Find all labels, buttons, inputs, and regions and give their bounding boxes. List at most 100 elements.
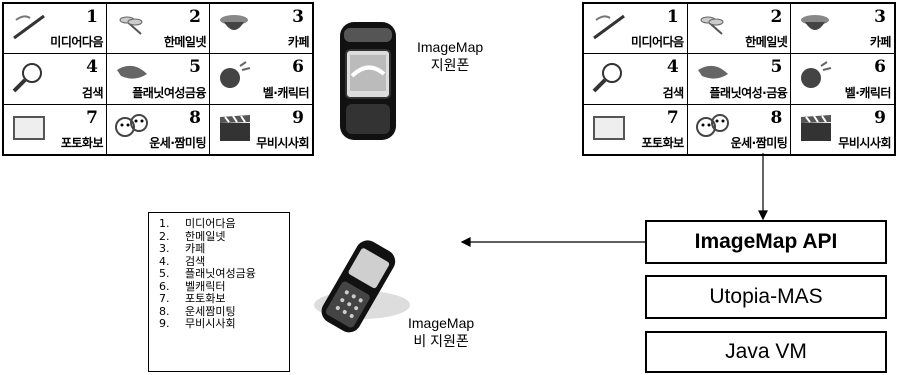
cell-number: 9: [292, 107, 304, 128]
cell-label: 벨·캐릭터: [262, 85, 310, 100]
menu-item-label: 플래닛여성금융: [185, 267, 256, 280]
faces-icon: [113, 111, 153, 147]
imagemap-cell: 6 벨·캐릭터: [210, 54, 312, 104]
cell-label: 포토화보: [641, 135, 684, 150]
imagemap-cell: 6 벨·캐릭터: [791, 54, 894, 104]
menu-item-label: 카페: [185, 242, 206, 255]
imagemap-api-label: ImageMap API: [694, 230, 838, 253]
cup-icon: [797, 10, 837, 46]
menu-item-label: 운세짬미팅: [185, 304, 236, 318]
clapperboard-icon: [216, 111, 256, 147]
cell-number: 8: [770, 107, 783, 128]
cell-label: 플래닛여성금융: [132, 85, 206, 100]
cell-label: 미디어다음: [50, 35, 103, 50]
utopia-mas-label: Utopia-MAS: [709, 285, 823, 308]
cell-number: 7: [86, 107, 98, 128]
cell-number: 2: [189, 7, 201, 27]
imagemap-cell: 3 카페: [210, 4, 312, 54]
menu-list-item: 9. 무비시사회: [149, 317, 289, 331]
imagemap-cell: 1 미디어다음: [584, 4, 687, 54]
magnifier-icon: [10, 60, 50, 98]
menu-item-number: 2.: [159, 229, 170, 243]
connector-arrows: [460, 153, 768, 247]
cell-label: 무비시사회: [256, 135, 309, 150]
cell-label: 카페: [287, 35, 310, 50]
menu-item-number: 7.: [159, 292, 170, 305]
cell-number: 3: [292, 7, 304, 27]
java-vm-label: Java VM: [725, 340, 807, 363]
down-arrowhead-icon: [758, 210, 768, 221]
menu-list-item: 7.포토화보: [149, 292, 289, 306]
clapperboard-icon: [797, 111, 837, 147]
photo-frame-icon: [10, 111, 50, 147]
cell-label: 카페: [869, 35, 892, 50]
imagemap-cell: 1 미디어다음: [4, 4, 106, 54]
cell-label: 미디어다음: [630, 35, 684, 50]
cell-number: 6: [292, 57, 304, 78]
cell-number: 6: [874, 57, 886, 78]
bell-icon: [216, 60, 256, 96]
menu-item-label: 벨캐릭터: [185, 279, 226, 293]
bird-icon: [694, 60, 734, 96]
cup-icon: [216, 10, 256, 46]
menu-list-item: 6. 벨캐릭터: [149, 279, 289, 294]
unsupported-phone-label: ImageMap 비 지원폰: [408, 314, 474, 350]
unsupported-phone-line1: ImageMap: [408, 315, 475, 331]
cell-label: 운세·짬미팅: [730, 135, 788, 150]
cell-number: 1: [666, 7, 679, 27]
cell-number: 1: [86, 7, 98, 27]
menu-item-label: 검색: [185, 254, 206, 268]
cell-number: 5: [189, 57, 201, 78]
imagemap-cell: 8 운세·짬미팅: [687, 104, 791, 154]
stroke-icon: [10, 10, 50, 46]
stroke-icon: [590, 10, 630, 46]
cell-label: 무비시사회: [838, 135, 891, 150]
menu-item-number: 9.: [159, 317, 170, 330]
menu-item-label: 무비시사회: [185, 317, 236, 330]
menu-item-number: 1.: [159, 217, 170, 230]
cell-label: 검색: [662, 85, 685, 100]
menu-item-label: 한메일넷: [185, 229, 226, 243]
menu-item-number: 8.: [159, 304, 170, 318]
imagemap-cell: 9 무비시사회: [210, 104, 312, 154]
cell-label: 플래닛여성·금융: [709, 85, 788, 100]
cell-number: 2: [770, 7, 783, 27]
supported-phone-label: ImageMap 지원폰: [417, 38, 483, 74]
faces-icon: [694, 111, 734, 147]
cell-label: 한메일넷: [745, 35, 788, 50]
cell-label: 검색: [81, 85, 104, 100]
cell-number: 8: [189, 107, 201, 128]
menu-item-number: 5.: [159, 267, 170, 280]
cell-number: 4: [666, 57, 679, 78]
menu-list-item: 2. 한메일넷: [149, 229, 289, 244]
utopia-mas-box: Utopia-MAS: [645, 275, 887, 319]
menu-item-number: 3.: [159, 242, 170, 255]
unsupported-phone-icon: [314, 240, 410, 333]
dragonfly-icon: [694, 10, 734, 46]
menu-item-label: 미디어다음: [185, 217, 236, 230]
menu-item-number: 6.: [159, 279, 170, 293]
imagemap-cell: 5 플래닛여성금융: [107, 54, 209, 104]
imagemap-api-box: ImageMap API: [645, 220, 887, 264]
left-arrowhead-icon: [460, 237, 471, 247]
supported-phone-icon: [340, 22, 396, 140]
menu-list-item: 5. 플래닛여성금융: [149, 267, 289, 281]
bird-icon: [113, 60, 153, 96]
photo-frame-icon: [590, 111, 630, 147]
menu-list-item: 8. 운세짬미팅: [149, 304, 289, 319]
menu-list-item: 3. 카페: [149, 242, 289, 256]
unsupported-phone-line2: 비 지원폰: [413, 333, 469, 349]
cell-number: 7: [666, 107, 679, 128]
menu-list-item: 4.검색: [149, 254, 289, 269]
cell-label: 벨·캐릭터: [844, 85, 892, 100]
